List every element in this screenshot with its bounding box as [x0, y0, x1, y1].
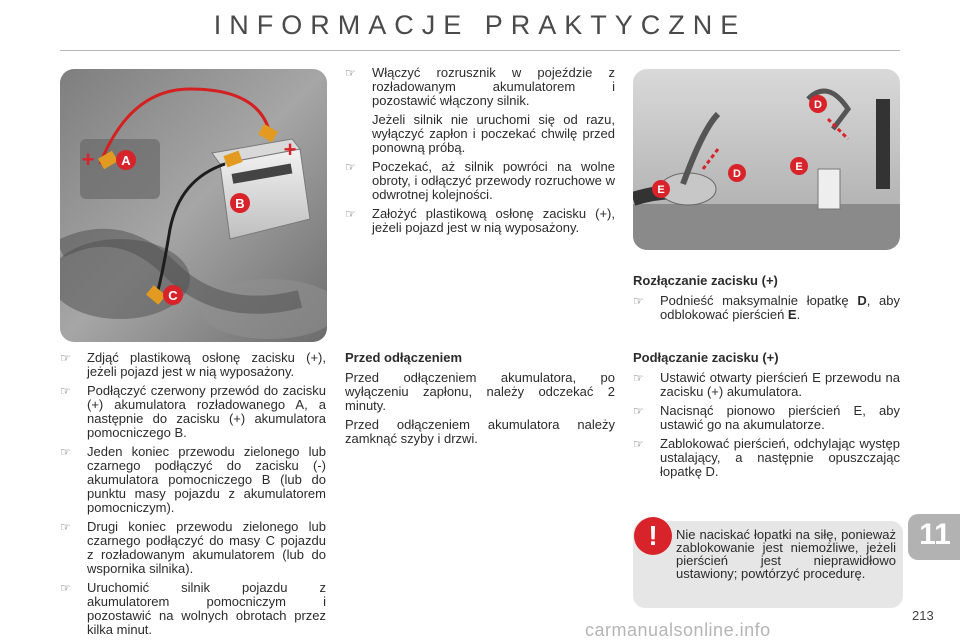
step-text: Ustawić otwarty pierścień E przewodu na … — [660, 370, 900, 399]
hand-pointer-icon: ☞ — [633, 294, 644, 308]
section-heading: Przed odłączeniem — [345, 350, 463, 365]
list-item: ☞ Nacisnąć pionowo pierścień E, aby usta… — [633, 404, 900, 432]
callout-d-right: D — [814, 99, 822, 111]
page-title: INFORMACJE PRAKTYCZNE — [213, 10, 747, 40]
warning-text: Nie naciskać łopatki na siłę, ponieważ z… — [676, 527, 896, 581]
step-text: Drugi koniec przewodu zielonego lub czar… — [87, 519, 326, 576]
step-text: Uruchomić silnik pojazdu z akumulatorem … — [87, 580, 326, 637]
step-text: Jeden koniec przewodu zielonego lub czar… — [87, 444, 326, 515]
hand-pointer-icon: ☞ — [60, 351, 71, 365]
step-text: , aby odblokować pierścień — [660, 293, 900, 322]
hand-pointer-icon: ☞ — [60, 581, 71, 595]
hand-pointer-icon: ☞ — [345, 160, 356, 174]
hand-pointer-icon: ☞ — [345, 66, 356, 80]
callout-a: A — [121, 153, 131, 168]
disconnect-section: Rozłączanie zacisku (+) ☞ Podnieść maksy… — [633, 274, 900, 327]
title-divider — [60, 50, 900, 51]
label-d: D — [857, 293, 867, 308]
hand-pointer-icon: ☞ — [345, 207, 356, 221]
paragraph: Przed odłączeniem akumulatora należy zam… — [345, 417, 615, 446]
step-text: . — [796, 307, 801, 322]
battery-jumpstart-illustration: A B C + + — [60, 69, 327, 342]
step-text: Założyć plastikową osłonę zacisku (+), j… — [372, 206, 615, 235]
step-text: Podnieść maksymalnie łopatkę — [660, 293, 849, 308]
list-item: ☞ Zdjąć plastikową osłonę zacisku (+), j… — [60, 351, 326, 379]
callout-c: C — [168, 288, 178, 303]
step-text: Poczekać, aż silnik powróci na wolne obr… — [372, 159, 615, 202]
list-item: ☞ Ustawić otwarty pierścień E przewodu n… — [633, 371, 900, 399]
section-heading: Podłączanie zacisku (+) — [633, 350, 779, 365]
before-disconnecting-section: Przed odłączeniem Przed odłączeniem akum… — [345, 351, 615, 451]
list-item: ☞ Zablokować pierścień, odchylając wystę… — [633, 437, 900, 479]
plus-sign-right: + — [284, 137, 297, 162]
callout-e-left: E — [657, 184, 664, 196]
terminal-clamp-illustration: D E D E — [633, 69, 900, 250]
step-text: Nacisnąć pionowo pierścień E, aby ustawi… — [660, 403, 900, 432]
warning-icon: ! — [634, 517, 672, 555]
chapter-tab — [908, 514, 960, 560]
list-item: ☞ Uruchomić silnik pojazdu z akumulatore… — [60, 581, 326, 637]
connect-section: Podłączanie zacisku (+) ☞ Ustawić otwart… — [633, 351, 900, 484]
hand-pointer-icon: ☞ — [633, 404, 644, 418]
callout-e-right: E — [795, 161, 802, 173]
hand-pointer-icon: ☞ — [633, 371, 644, 385]
section-heading: Rozłączanie zacisku (+) — [633, 273, 778, 288]
list-item: ☞ Poczekać, aż silnik powróci na wolne o… — [345, 160, 615, 202]
watermark: carmanualsonline.info — [585, 620, 771, 640]
step-note: Jeżeli silnik nie uruchomi się od razu, … — [372, 112, 615, 155]
hand-pointer-icon: ☞ — [60, 384, 71, 398]
list-item: ☞ Podłączyć czerwony przewód do zacisku … — [60, 384, 326, 440]
list-item: ☞ Jeden koniec przewodu zielonego lub cz… — [60, 445, 326, 515]
callout-b: B — [235, 196, 244, 211]
list-item: ☞ Założyć plastikową osłonę zacisku (+),… — [345, 207, 615, 235]
step-text: Zdjąć plastikową osłonę zacisku (+), jeż… — [87, 350, 326, 379]
chapter-number: 11 — [919, 518, 951, 551]
list-item: ☞ Drugi koniec przewodu zielonego lub cz… — [60, 520, 326, 576]
hand-pointer-icon: ☞ — [60, 445, 71, 459]
list-item: ☞ Podnieść maksymalnie łopatkę D, aby od… — [633, 294, 900, 322]
label-e: E — [787, 307, 797, 322]
paragraph: Przed odłączeniem akumulatora, po wyłącz… — [345, 370, 615, 413]
hand-pointer-icon: ☞ — [60, 520, 71, 534]
plus-sign-left: + — [82, 147, 95, 172]
middle-column-steps: ☞ Włączyć rozrusznik w pojeździe z rozła… — [345, 66, 615, 240]
step-text: Podłączyć czerwony przewód do zacisku (+… — [87, 383, 326, 440]
page-number: 213 — [912, 608, 934, 623]
hand-pointer-icon: ☞ — [633, 437, 644, 451]
warning-box — [633, 521, 903, 608]
callout-d-left: D — [733, 168, 741, 180]
left-column-steps: ☞ Zdjąć plastikową osłonę zacisku (+), j… — [60, 351, 326, 642]
list-item: ☞ Włączyć rozrusznik w pojeździe z rozła… — [345, 66, 615, 108]
step-text: Zablokować pierścień, odchylając występ … — [660, 436, 900, 479]
step-text: Włączyć rozrusznik w pojeździe z rozłado… — [372, 65, 615, 108]
